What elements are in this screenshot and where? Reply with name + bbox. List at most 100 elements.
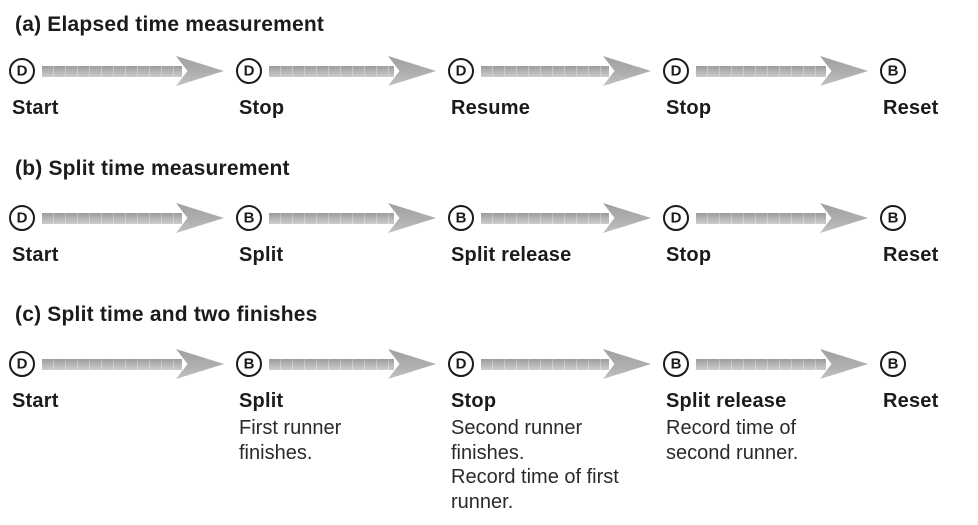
button-letter: D (455, 62, 467, 79)
button-letter: B (243, 355, 255, 372)
button-circle-icon: D (9, 58, 35, 84)
timeline-step: D Resume (448, 58, 530, 120)
arrow-head-icon (603, 349, 651, 379)
button-letter: B (887, 355, 899, 372)
button-circle-icon: D (448, 351, 474, 377)
timeline-arrow-icon (481, 203, 651, 233)
arrow-head-icon (176, 56, 224, 86)
button-circle-icon: B (880, 58, 906, 84)
button-letter: D (16, 355, 28, 372)
button-circle-icon: B (663, 351, 689, 377)
timeline-step: D Stop (236, 58, 284, 120)
step-label: Start (12, 244, 59, 266)
arrow-shaft (481, 359, 609, 370)
button-circle-icon: D (663, 58, 689, 84)
arrow-shaft (269, 66, 394, 77)
button-circle-icon: B (236, 351, 262, 377)
arrow-shaft (696, 213, 826, 224)
button-letter: B (887, 62, 899, 79)
timeline-arrow-icon (696, 56, 868, 86)
arrow-shaft (269, 213, 394, 224)
button-circle-icon: B (236, 205, 262, 231)
step-label: Resume (451, 97, 531, 119)
button-letter: B (887, 209, 899, 226)
step-note-line: Second runner (451, 417, 583, 439)
arrow-head-icon (820, 203, 868, 233)
button-letter: D (16, 209, 28, 226)
step-note-line: runner. (451, 490, 514, 513)
button-letter: B (455, 209, 467, 226)
step-label: Start (12, 97, 59, 119)
button-circle-icon: D (236, 58, 262, 84)
timeline-step: B Reset (880, 58, 938, 120)
section-title: (c) Split time and two finishes (15, 303, 318, 326)
button-letter: D (455, 355, 467, 372)
arrow-shaft (696, 66, 826, 77)
arrow-head-icon (176, 349, 224, 379)
arrow-head-icon (820, 349, 868, 379)
step-label: Stop (666, 97, 712, 119)
timeline-step: B Split release (448, 205, 571, 267)
step-note-line: Record time of (666, 417, 797, 439)
timeline-step: D Stop (663, 205, 711, 267)
step-label: Reset (883, 244, 939, 266)
timeline-arrow-icon (481, 349, 651, 379)
button-circle-icon: D (663, 205, 689, 231)
button-letter: D (16, 62, 28, 79)
step-label: Split release (666, 390, 787, 412)
timeline-arrow-icon (696, 349, 868, 379)
timeline-step: D Start (9, 205, 59, 267)
arrow-shaft (696, 359, 826, 370)
arrow-head-icon (820, 56, 868, 86)
timeline-step: D Stop (663, 58, 711, 120)
timeline-step: D Start (9, 58, 59, 120)
button-circle-icon: B (880, 205, 906, 231)
arrow-head-icon (388, 203, 436, 233)
arrow-head-icon (388, 56, 436, 86)
button-circle-icon: D (9, 205, 35, 231)
arrow-head-icon (603, 56, 651, 86)
arrow-head-icon (388, 349, 436, 379)
arrow-head-icon (603, 203, 651, 233)
button-circle-icon: B (448, 205, 474, 231)
timeline-step: B Reset (880, 205, 938, 267)
step-note-line: First runner (239, 417, 342, 439)
button-circle-icon: B (880, 351, 906, 377)
button-letter: D (243, 62, 255, 79)
button-letter: D (670, 209, 682, 226)
timeline-arrow-icon (696, 203, 868, 233)
section-title: (b) Split time measurement (15, 157, 290, 180)
arrow-shaft (42, 213, 182, 224)
step-note-line: second runner. (666, 441, 799, 464)
timeline-arrow-icon (42, 349, 224, 379)
arrow-shaft (481, 213, 609, 224)
step-note-line: finishes. (451, 441, 525, 464)
section-title: (a) Elapsed time measurement (15, 13, 325, 36)
timeline-arrow-icon (269, 203, 436, 233)
arrow-shaft (269, 359, 394, 370)
timeline-step: B Split (236, 205, 283, 267)
step-label: Split release (451, 244, 572, 266)
step-label: Stop (666, 244, 712, 266)
timeline-arrow-icon (42, 56, 224, 86)
timeline-arrow-icon (269, 56, 436, 86)
arrow-shaft (481, 66, 609, 77)
step-label: Split (239, 244, 284, 266)
step-label: Reset (883, 97, 939, 119)
timeline-arrow-icon (269, 349, 436, 379)
step-note-line: Record time of first (451, 466, 619, 488)
timeline-arrow-icon (42, 203, 224, 233)
button-circle-icon: D (448, 58, 474, 84)
button-letter: B (243, 209, 255, 226)
step-label: Split (239, 390, 284, 412)
button-letter: B (670, 355, 682, 372)
arrow-shaft (42, 359, 182, 370)
arrow-shaft (42, 66, 182, 77)
button-letter: D (670, 62, 682, 79)
